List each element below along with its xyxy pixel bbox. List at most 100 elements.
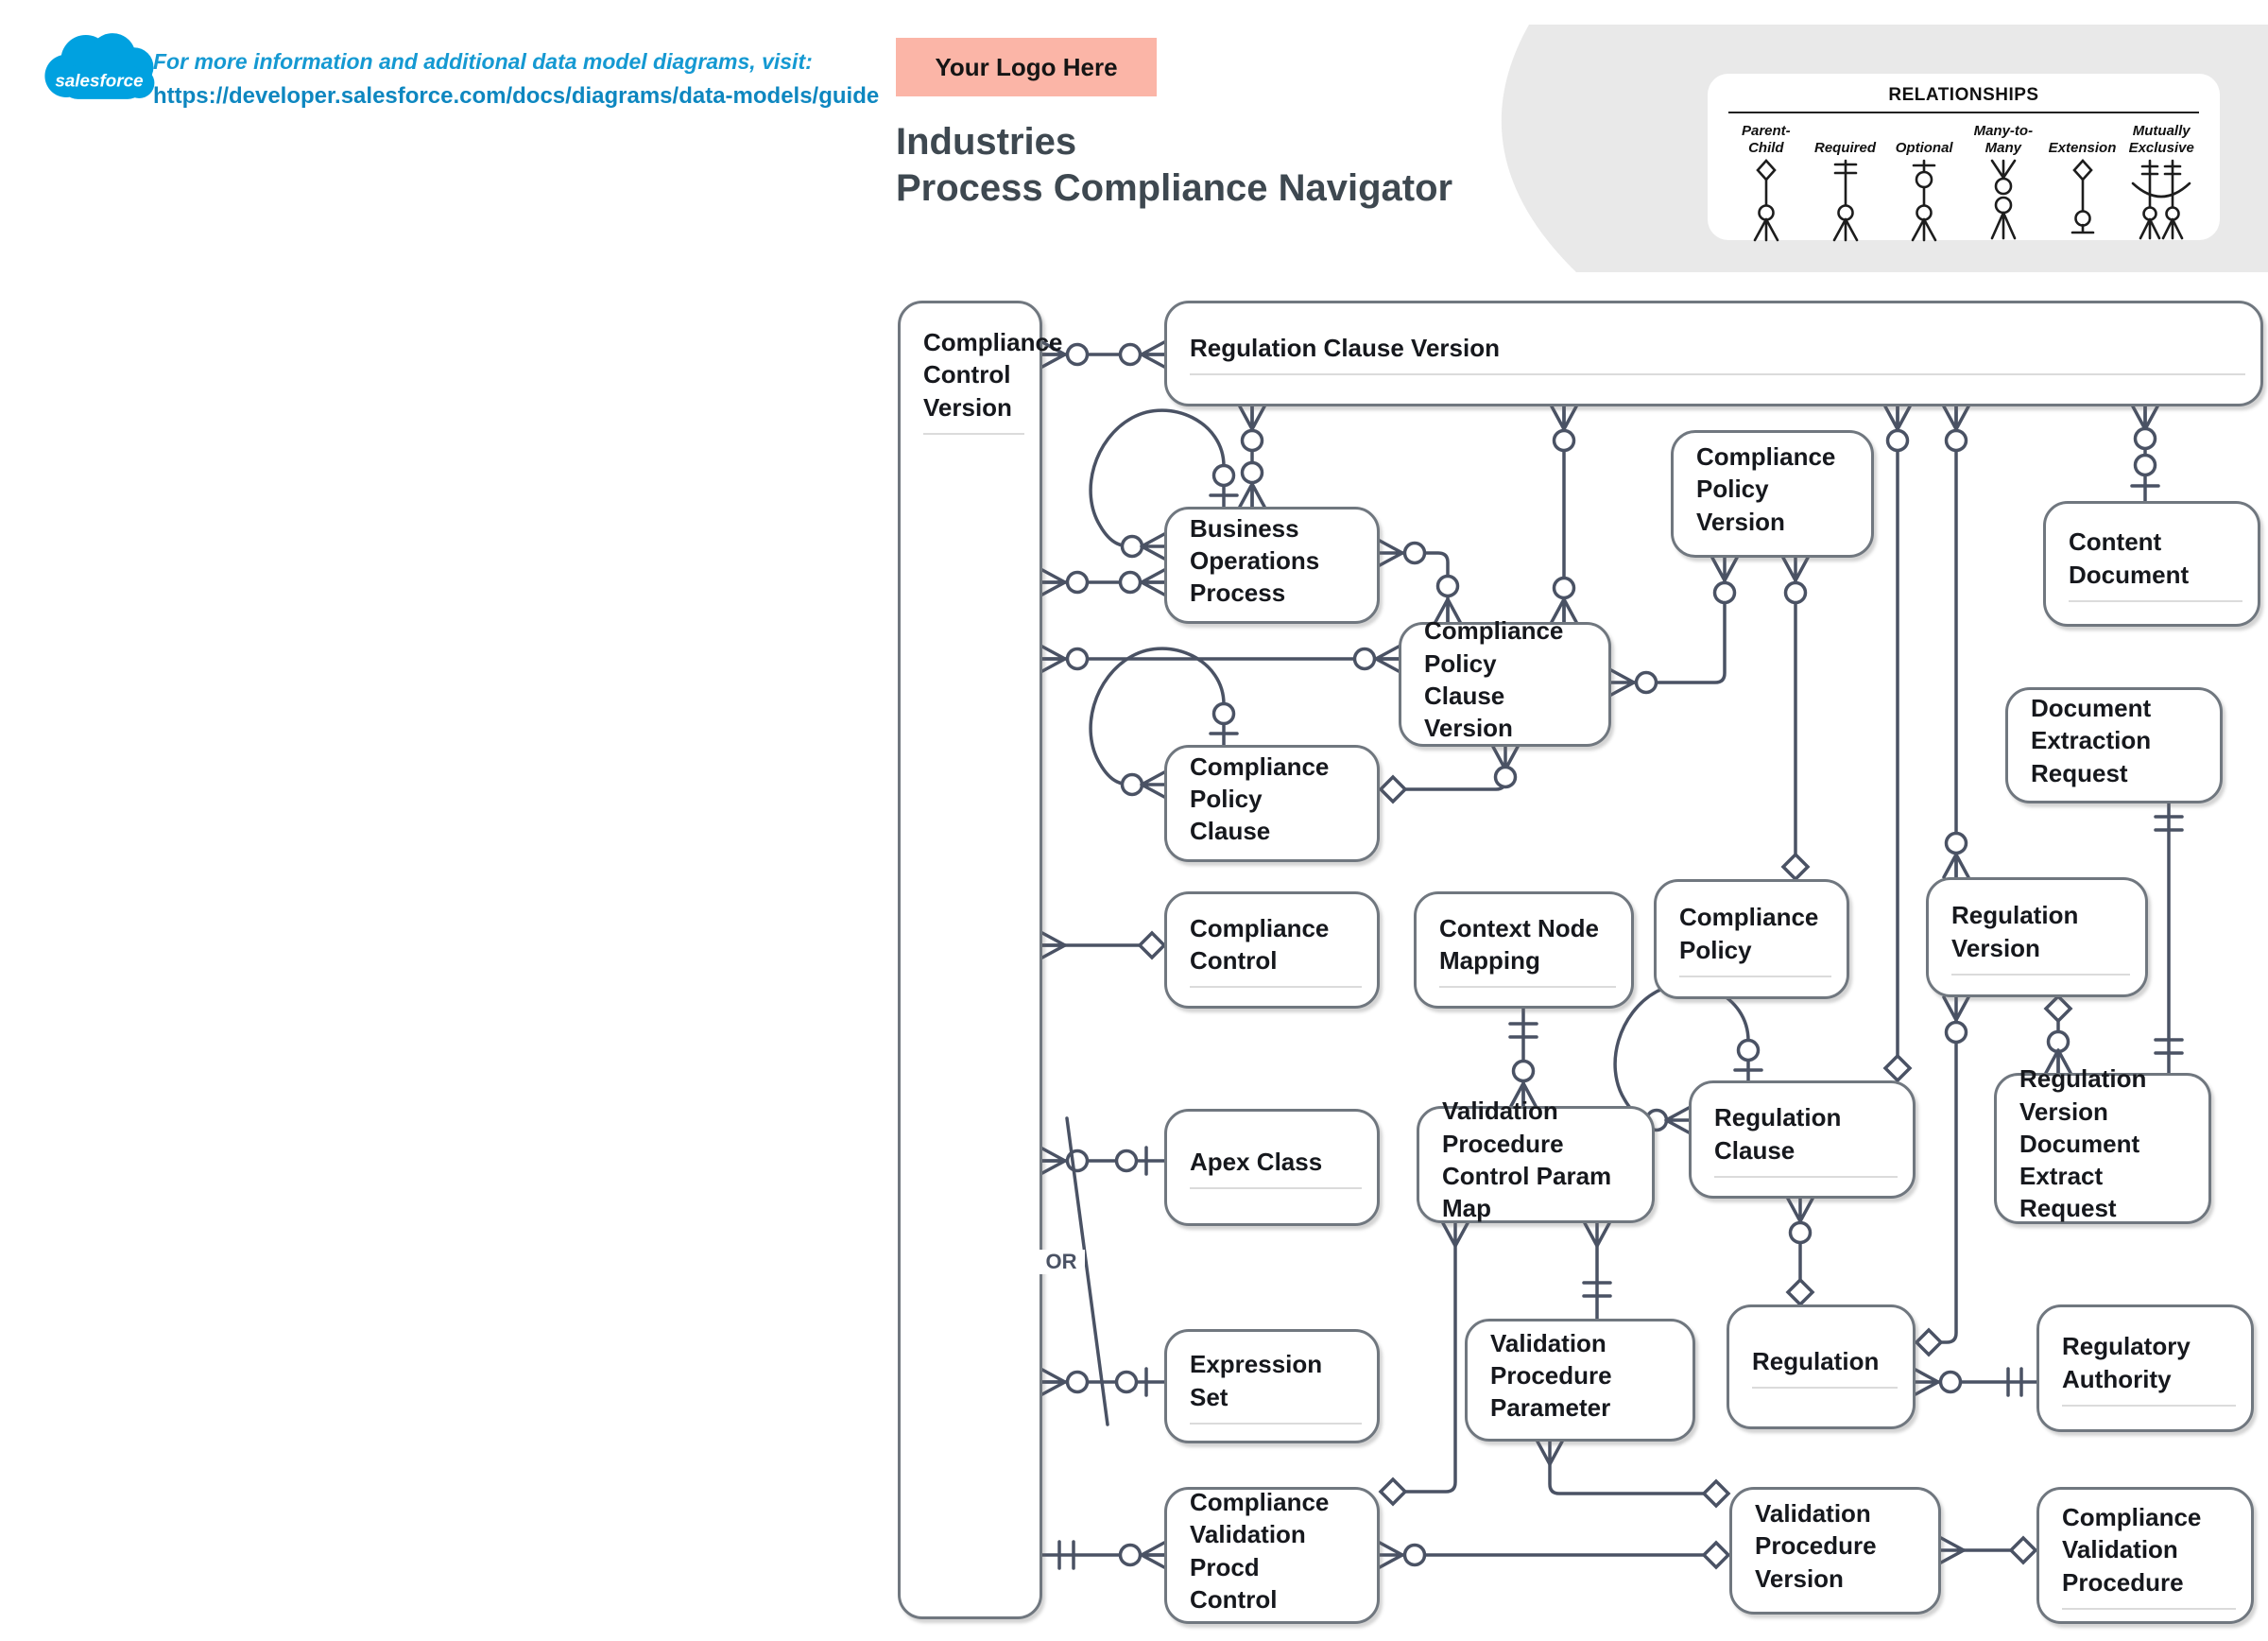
entity-underline [1190,986,1362,989]
legend-item-label: Many-to- Many [1973,123,2034,156]
rel-rcv-bop [1238,405,1266,509]
entity-rcv: Regulation Clause Version [1164,301,2263,406]
legend-title: RELATIONSHIPS [1888,85,2039,105]
entity-label: Validation Procedure Parameter [1490,1328,1612,1423]
entity-underline [2062,1607,2236,1610]
entity-cpcv: Compliance Policy Clause Version [1399,616,1611,747]
entity-cd: Content Document [2043,501,2260,627]
entity-label: Regulation Version [1951,901,2079,962]
entity-rc: Regulation Clause [1689,1080,1916,1199]
relationships-legend: RELATIONSHIPS Parent- Child Required Optio… [1708,74,2220,242]
entity-cnm: Context Node Mapping [1414,891,1634,1009]
entity-underline [1190,373,2245,376]
entity-label: Regulation Clause [1714,1103,1842,1165]
rel-vpcpm-cvpc [1378,1221,1469,1507]
rel-ccv-rcv [1040,340,1166,369]
legend-item-many_to_many: Many-to- Many [1964,119,2043,242]
entity-underline [2069,599,2242,602]
rel-reg-ra [1914,1367,2038,1397]
legend-divider [1728,112,2199,113]
or-constraint-label: OR [1038,1250,1085,1274]
entity-es: Expression Set [1164,1329,1380,1443]
entity-label: Regulation Version Document Extract Requ… [2019,1064,2147,1223]
entity-cp: Compliance Policy [1654,879,1849,999]
entity-label: Compliance Validation Procd Control [1190,1487,1330,1614]
rel-rcv-rc [1882,405,1913,1083]
entity-label: Apex Class [1190,1147,1323,1176]
rel-rcv-cpcv [1550,405,1578,624]
rel-rv-rvder [2043,993,2073,1075]
entity-vpv: Validation Procedure Version [1729,1487,1941,1615]
legend-items: Parent- Child Required Optional Many-to- Ma… [1725,119,2203,242]
entity-label: Expression Set [1190,1350,1323,1411]
rel-cpv-cpcv [1609,556,1739,697]
entity-label: Compliance Validation Procedure [2062,1503,2202,1597]
logo-placeholder-box: Your Logo Here [896,38,1157,96]
entity-cc: Compliance Control [1164,891,1380,1009]
entity-label: Validation Procedure Version [1755,1499,1877,1593]
rel-cpcv-cpc [1378,745,1520,804]
rel-bop-self [1089,408,1239,561]
rel-cvpc-vpv [1378,1540,1731,1570]
rel-ccv-cpcv [1040,645,1400,673]
parent-child-icon [1753,159,1779,242]
rel-ccv-cc [1040,930,1167,960]
rel-vpcpm-vpp [1582,1221,1612,1321]
rel-rv-reg [1914,995,1970,1357]
salesforce-logo-text: salesforce [55,71,143,91]
entity-label: Context Node Mapping [1439,913,1599,975]
entity-label: Regulation Clause Version [1190,333,1500,362]
required-icon [1832,159,1858,242]
legend-item-optional: Optional [1884,119,1964,242]
entity-underline [923,432,1024,435]
entity-cpc: Compliance Policy Clause [1164,745,1380,862]
many-to-many-icon [1990,159,2017,240]
entity-vpcpm: Validation Procedure Control Param Map [1417,1097,1655,1223]
rel-vpv-cvp [1939,1535,2038,1565]
entity-cpv: Compliance Policy Version [1671,430,1874,558]
entity-ra: Regulatory Authority [2036,1304,2254,1432]
entity-label: Document Extraction Request [2031,694,2152,787]
extension-icon [2070,159,2094,234]
entity-bop: Business Operations Process [1164,507,1380,624]
entity-label: Compliance Policy Clause [1190,751,1330,846]
legend-item-label: Mutually Exclusive [2128,123,2194,156]
entity-label: Compliance Policy Clause Version [1424,616,1564,743]
entity-underline [2062,1404,2236,1407]
rel-ccv-apex [1040,1146,1166,1176]
entity-ccv: Compliance Control Version [898,301,1062,1619]
header-info: For more information and additional data… [153,49,879,110]
rel-or-arc [1065,1116,1109,1426]
rel-ccv-es [1040,1367,1166,1397]
rel-cnm-vpcpm [1508,1007,1538,1108]
legend-item-label: Extension [2048,140,2117,156]
entity-underline [1951,973,2130,976]
legend-item-label: Optional [1895,140,1953,156]
legend-item-extension: Extension [2043,119,2122,242]
rel-rcv-cd [2130,405,2160,503]
legend-item-mutually_exclusive: Mutually Exclusive [2122,119,2201,242]
rel-vpp-vpv [1536,1440,1731,1509]
header-info-url[interactable]: https://developer.salesforce.com/docs/di… [153,83,880,109]
rel-rcv-rv [1942,405,1970,879]
entity-underline [1439,986,1616,989]
entity-cvp: Compliance Validation Procedure [2036,1487,2254,1624]
entity-label: Compliance Policy Version [1696,442,1836,536]
entity-underline [1714,1175,1898,1178]
rel-cpv-cp [1780,556,1811,882]
entity-label: Regulatory Authority [2062,1332,2191,1393]
legend-item-parent_child: Parent- Child [1727,119,1806,242]
optional-icon [1911,159,1937,242]
rel-bop-cpcv [1378,539,1462,624]
entity-underline [1190,1187,1362,1190]
legend-item-label: Parent- Child [1741,123,1791,156]
rel-ccv-cvpc [1040,1540,1166,1570]
entity-underline [1679,975,1831,977]
entity-label: Validation Procedure Control Param Map [1442,1097,1612,1223]
salesforce-logo-icon: salesforce [44,33,155,99]
entity-label: Compliance Control [1190,913,1330,975]
legend-item-required: Required [1806,119,1885,242]
entity-der: Document Extraction Request [2005,687,2223,803]
rel-ccv-bop [1040,568,1166,596]
